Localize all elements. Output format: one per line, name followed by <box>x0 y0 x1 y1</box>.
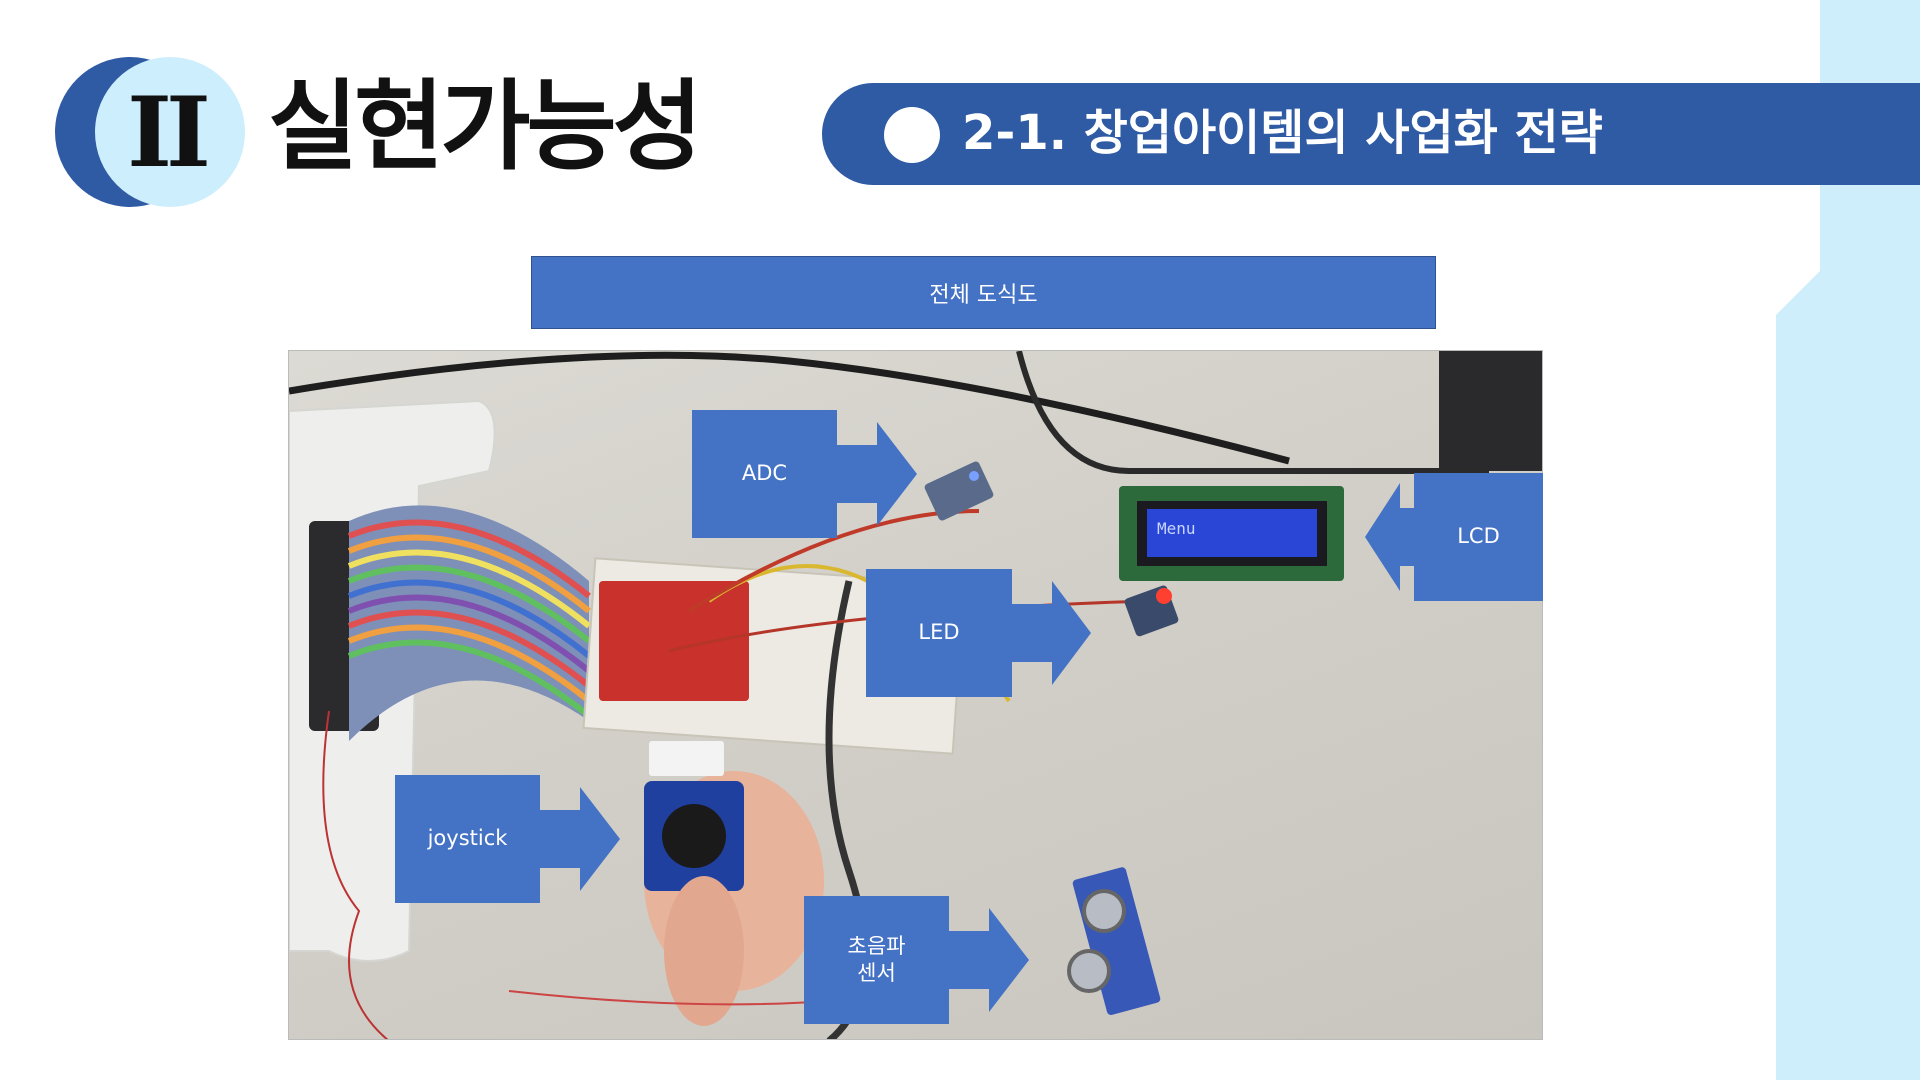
header-title: 2-1. 창업아이템의 사업화 전략 <box>962 105 1603 161</box>
callout-ultrasonic-sensor-label: 초음파 센서 <box>847 933 906 985</box>
header-bullet-dot <box>884 107 940 163</box>
callout-lcd: LCD <box>1365 473 1543 601</box>
callout-led-arrow-head <box>1052 581 1091 685</box>
callout-adc-box: ADC <box>692 410 837 538</box>
callout-ultrasonic-sensor-box: 초음파 센서 <box>804 896 949 1024</box>
hardware-photo: Menu <box>288 350 1543 1040</box>
callout-lcd-label: LCD <box>1457 524 1500 549</box>
callout-adc: ADC <box>692 410 917 538</box>
callout-led-arrow-shaft <box>1012 604 1052 662</box>
callout-led-label: LED <box>918 620 960 645</box>
section-badge: II <box>95 57 245 207</box>
callout-joystick-arrow-shaft <box>540 810 580 868</box>
header-bar: 2-1. 창업아이템의 사업화 전략 <box>822 83 1920 185</box>
callout-lcd-arrow-head <box>1365 483 1400 591</box>
diagram-caption: 전체 도식도 <box>531 256 1436 329</box>
callout-joystick-arrow-head <box>580 787 620 891</box>
lcd-screen-text: Menu <box>1157 519 1196 538</box>
callout-ultrasonic-sensor-arrow-head <box>989 908 1029 1012</box>
callout-joystick: joystick <box>395 775 620 903</box>
callout-adc-label: ADC <box>741 461 788 486</box>
callout-joystick-label: joystick <box>427 826 508 851</box>
callout-lcd-box: LCD <box>1414 473 1543 601</box>
section-number: II <box>127 75 211 189</box>
callout-led: LED <box>866 569 1091 697</box>
section-title: 실현가능성 <box>268 70 703 184</box>
callout-ultrasonic-sensor: 초음파 센서 <box>804 896 1029 1024</box>
diagram-caption-text: 전체 도식도 <box>929 282 1038 308</box>
callout-adc-arrow-head <box>877 422 917 526</box>
decorative-side-panel-step <box>1776 270 1920 1080</box>
hardware-photo-illustration: Menu <box>289 351 1542 1039</box>
callout-led-box: LED <box>866 569 1012 697</box>
callout-lcd-arrow-shaft <box>1400 508 1414 566</box>
callout-ultrasonic-sensor-arrow-shaft <box>949 931 989 989</box>
callout-adc-arrow-shaft <box>837 445 877 503</box>
ribbon-cable <box>347 505 591 741</box>
callout-joystick-box: joystick <box>395 775 540 903</box>
